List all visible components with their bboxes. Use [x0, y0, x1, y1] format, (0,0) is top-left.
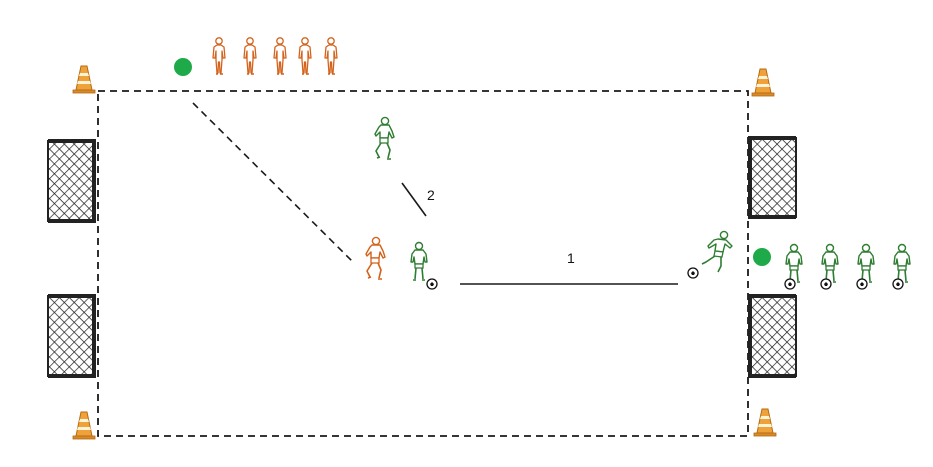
- goal-icon: [748, 294, 797, 378]
- player-standing-icon: [273, 37, 287, 75]
- player-dribbling-icon: [857, 243, 875, 283]
- player-standing-icon: [298, 37, 312, 75]
- run-path-dashed: [192, 102, 354, 263]
- goal-icon: [47, 139, 96, 223]
- player-kicking-icon: [701, 230, 733, 273]
- player-dribbling-icon: [893, 243, 911, 283]
- ball-icon: [784, 278, 796, 290]
- ball-icon: [820, 278, 832, 290]
- cone-icon: [751, 68, 775, 97]
- player-dribbling-icon: [410, 241, 428, 281]
- marker-dot-icon: [174, 58, 192, 76]
- run-label-2: 2: [427, 187, 435, 203]
- marker-dot-icon: [753, 248, 771, 266]
- green-queue: [785, 243, 911, 283]
- player-standing-icon: [243, 37, 257, 75]
- run-line-2: [401, 182, 427, 217]
- ball-icon: [687, 267, 699, 279]
- goal-icon: [748, 136, 797, 219]
- player-dribbling-icon: [821, 243, 839, 283]
- ball-icon: [856, 278, 868, 290]
- goal-icon: [47, 294, 96, 378]
- player-running-icon: [374, 116, 395, 160]
- player-dribbling-icon: [785, 243, 803, 283]
- field-boundary: [97, 90, 749, 437]
- orange-queue: [212, 37, 338, 75]
- cone-icon: [72, 411, 96, 440]
- cone-icon: [753, 408, 777, 437]
- player-standing-icon: [212, 37, 226, 75]
- player-running-icon: [365, 236, 386, 280]
- pass-label-1: 1: [567, 250, 575, 266]
- player-standing-icon: [324, 37, 338, 75]
- ball-icon: [426, 278, 438, 290]
- cone-icon: [72, 65, 96, 94]
- ball-icon: [892, 278, 904, 290]
